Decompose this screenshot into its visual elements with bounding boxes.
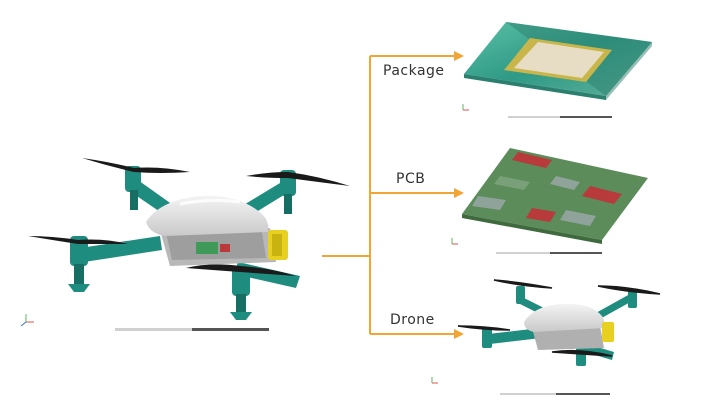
- motor-front-left: [68, 236, 90, 292]
- motor-back-left: [125, 166, 141, 210]
- pcb-model: [451, 148, 648, 254]
- drone-axis-triad-icon: [431, 377, 438, 384]
- branch-label-package: Package: [383, 63, 445, 79]
- branch-label-pcb: PCB: [396, 171, 426, 187]
- main-drone-model: [20, 158, 350, 331]
- branch-label-drone: Drone: [390, 312, 435, 328]
- pcb-scale-bar: [496, 252, 602, 254]
- branch-connector: [322, 51, 464, 339]
- package-model: [462, 22, 652, 118]
- motor-front-right: [230, 266, 252, 320]
- package-axis-triad-icon: [462, 104, 469, 111]
- battery-pack: [268, 230, 288, 260]
- scale-bar: [115, 328, 269, 331]
- small-drone-model: [431, 279, 661, 395]
- propeller-icon: [28, 158, 350, 276]
- drone-scale-bar: [500, 393, 610, 395]
- pcb-axis-triad-icon: [451, 238, 458, 245]
- axis-triad-icon: [20, 314, 34, 327]
- package-scale-bar: [508, 116, 612, 118]
